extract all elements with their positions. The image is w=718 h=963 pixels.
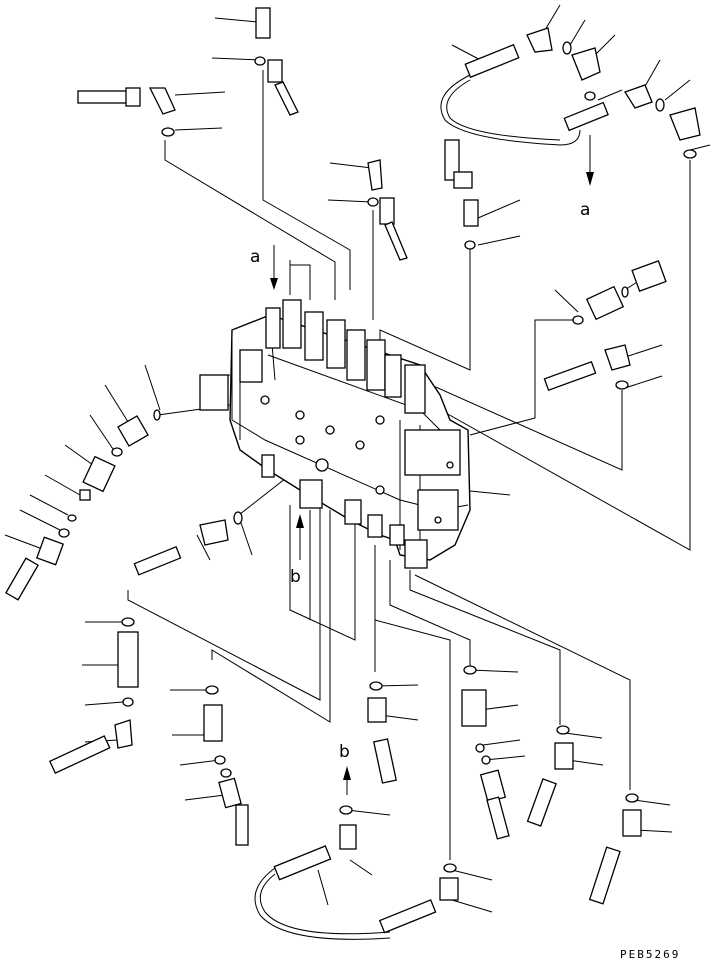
control-valve-body <box>199 299 471 569</box>
hose-lines <box>254 74 581 940</box>
label-b-valve: b <box>290 567 301 587</box>
label-a-valve: a <box>250 247 260 267</box>
label-a-hose: a <box>580 200 590 220</box>
leader-lines <box>4 4 711 913</box>
label-b-hose: b <box>339 742 350 762</box>
flow-arrows <box>270 135 594 795</box>
drawing-code: PEB5269 <box>620 948 680 961</box>
fittings <box>5 7 701 934</box>
